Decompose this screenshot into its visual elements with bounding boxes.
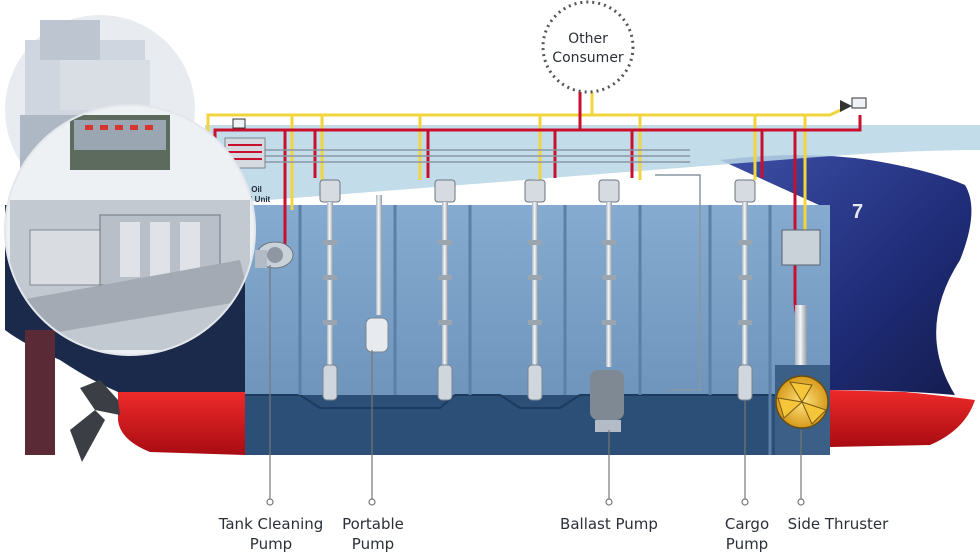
- callout-leaders: [266, 265, 805, 506]
- deck: [205, 125, 980, 205]
- label-side-thruster: Side Thruster: [787, 515, 889, 533]
- hull-bow-red: [830, 390, 975, 447]
- side-thruster-unit[interactable]: [775, 229, 829, 429]
- consumer-label-2: Consumer: [552, 50, 624, 66]
- tank-cleaning-pump-unit[interactable]: [255, 241, 294, 269]
- label-tank-cleaning-pump: Tank Cleaning Pump: [218, 515, 324, 553]
- deepwell-pump-2[interactable]: [434, 179, 456, 401]
- label-cargo-pump: Cargo Pump: [724, 515, 770, 553]
- valve-forward[interactable]: [851, 97, 867, 109]
- label-ballast-pump: Ballast Pump: [560, 515, 658, 533]
- hull-bow: [720, 155, 972, 395]
- deepwell-pump-4[interactable]: [598, 179, 620, 367]
- hull-bottom-red: [118, 392, 245, 455]
- valve-forward-body: [840, 100, 852, 112]
- deepwell-pump-5[interactable]: [734, 179, 756, 401]
- valve-aft[interactable]: [232, 118, 246, 129]
- rudder: [25, 330, 55, 455]
- pump-group: [319, 179, 756, 401]
- ballast-pump-unit[interactable]: [590, 370, 624, 432]
- propeller: [70, 380, 120, 462]
- engine-room-inset: [4, 104, 256, 356]
- signal-lines: [250, 149, 701, 391]
- consumer-label-1: Other: [568, 31, 608, 47]
- deepwell-pump-1[interactable]: [319, 179, 341, 401]
- deepwell-pump-3[interactable]: [524, 179, 546, 401]
- label-portable-pump: Portable Pump: [342, 515, 404, 553]
- portable-pump-unit[interactable]: [365, 195, 389, 353]
- other-consumer-node[interactable]: Other Consumer: [541, 0, 635, 94]
- hull-mark: 7: [852, 201, 863, 223]
